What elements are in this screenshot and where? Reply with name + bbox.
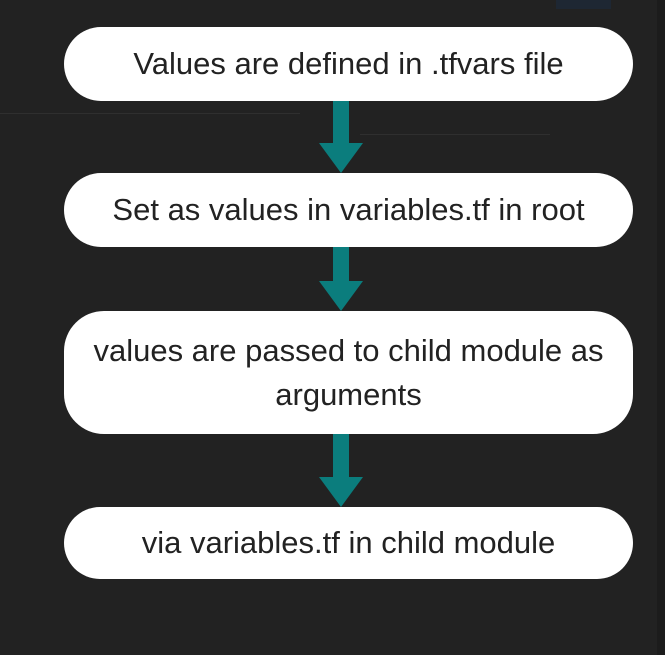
step-label: Values are defined in .tfvars file bbox=[133, 46, 564, 81]
background-divider bbox=[0, 113, 300, 114]
step-box-tfvars: Values are defined in .tfvars file bbox=[64, 27, 633, 101]
down-arrow-icon bbox=[319, 101, 363, 173]
step-box-child-arguments: values are passed to child module as arg… bbox=[64, 311, 633, 434]
step-box-root-variables: Set as values in variables.tf in root bbox=[64, 173, 633, 247]
down-arrow-icon bbox=[319, 434, 363, 507]
background-divider bbox=[360, 134, 550, 135]
step-label: Set as values in variables.tf in root bbox=[112, 192, 585, 227]
window-right-edge bbox=[657, 0, 665, 655]
window-corner-artifact bbox=[556, 0, 611, 9]
step-label: values are passed to child module as arg… bbox=[93, 332, 604, 412]
step-box-child-variables: via variables.tf in child module bbox=[64, 507, 633, 579]
step-label: via variables.tf in child module bbox=[141, 525, 556, 560]
down-arrow-icon bbox=[319, 247, 363, 311]
